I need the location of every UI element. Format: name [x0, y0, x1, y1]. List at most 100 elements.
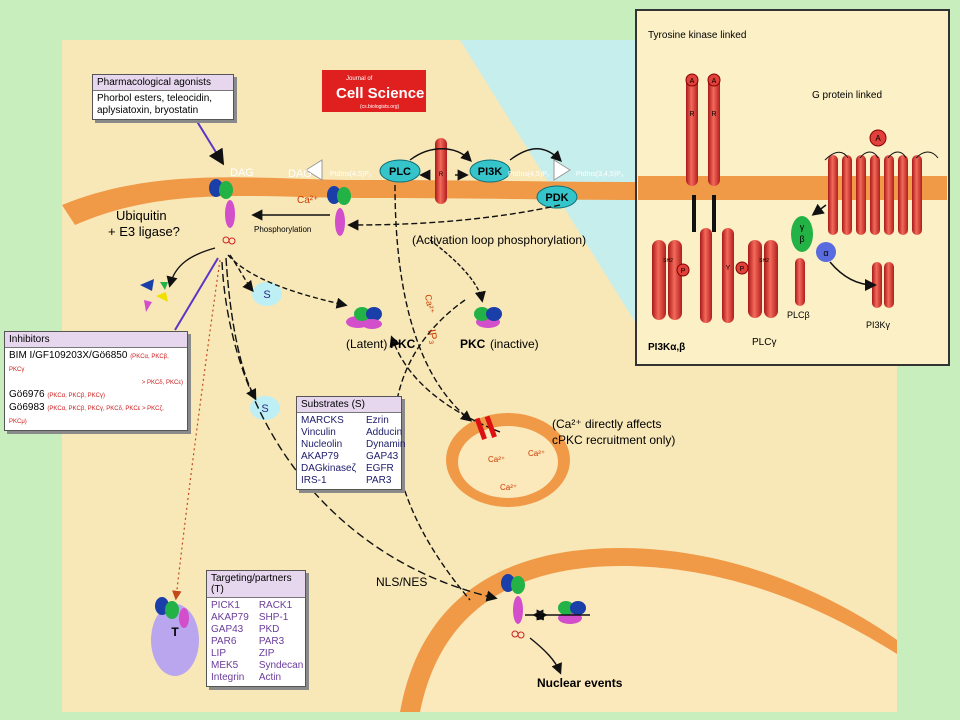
svg-text:γ: γ	[800, 222, 805, 232]
svg-text:PI3Kα,β: PI3Kα,β	[648, 342, 685, 353]
partner-item: ZIP	[258, 648, 275, 659]
targeting-box: Targeting/partners (T) PICK1 AKAP79 GAP4…	[206, 570, 306, 687]
svg-text:PLC: PLC	[389, 166, 411, 178]
substrate-item: Nucleolin	[301, 439, 343, 450]
svg-text:(Latent): (Latent)	[346, 337, 387, 351]
pdk-enzyme	[536, 185, 578, 209]
svg-text:P: P	[681, 268, 686, 275]
svg-text:Phosphorylation: Phosphorylation	[254, 225, 311, 234]
svg-text:R: R	[689, 111, 694, 118]
ca-channel	[474, 417, 487, 440]
svg-text:PKC: PKC	[390, 337, 416, 351]
svg-text:DAG: DAG	[288, 168, 312, 180]
substrate-circle-upper	[252, 282, 282, 306]
partner-item: PAR3	[258, 636, 285, 647]
agonist-line: aplysiatoxin, bryostatin	[97, 105, 199, 116]
svg-text:R: R	[439, 172, 444, 178]
nucleus	[420, 566, 897, 712]
arrow-marker-right	[553, 159, 571, 181]
inhibitors-title: Inhibitors	[5, 332, 187, 348]
svg-text:+ E3 ligase?: + E3 ligase?	[108, 224, 180, 239]
svg-text:Nuclear events: Nuclear events	[537, 676, 623, 690]
inhibitor-name: BIM I/GF109203X/Gö6850	[9, 350, 128, 361]
inhibitor-targets: (PKCα, PKCβ, PKCγ, PKCδ, PKCε > PKCζ, PK…	[9, 406, 164, 425]
inhibitor-targets: > PKCδ, PKCε)	[141, 380, 183, 386]
substrate-circle-lower	[250, 396, 280, 420]
svg-text:PDK: PDK	[545, 192, 568, 204]
svg-text:PtdIns(4,5)P₂: PtdIns(4,5)P₂	[330, 171, 372, 178]
svg-text:β: β	[799, 234, 804, 244]
svg-text:PKC: PKC	[460, 337, 486, 351]
svg-text:or: or	[536, 611, 546, 623]
partner-item: RACK1	[258, 600, 293, 611]
partner-item: MEK5	[211, 660, 239, 671]
partner-item: PICK1	[211, 600, 240, 611]
substrate-item: GAP43	[366, 451, 399, 462]
svg-text:Journal of: Journal of	[346, 76, 373, 82]
pkc-nuclear-active	[501, 574, 525, 639]
substrate-item: IRS-1	[301, 475, 327, 486]
svg-text:S: S	[263, 289, 270, 301]
pi3k-enzyme	[469, 159, 511, 183]
svg-text:PtdIns(4,5)P₂: PtdIns(4,5)P₂	[508, 171, 550, 178]
svg-text:Ca²⁺: Ca²⁺	[500, 483, 517, 492]
svg-text:NLS/NES: NLS/NES	[376, 575, 427, 589]
svg-text:Ca²⁺: Ca²⁺	[488, 455, 505, 464]
pkc-latent	[346, 307, 382, 329]
substrates-box: Substrates (S) MARCKS Vinculin Nucleolin…	[296, 396, 405, 490]
partner-item: GAP43	[211, 624, 244, 635]
arrow-marker-left	[305, 159, 323, 181]
svg-text:PI3Kγ: PI3Kγ	[866, 320, 891, 330]
receptor-inset: Tyrosine kinase linked G protein linked …	[635, 9, 950, 366]
substrate-item: Ezrin	[366, 415, 389, 426]
svg-text:SH2: SH2	[759, 258, 769, 264]
substrate-item: EGFR	[366, 463, 394, 474]
svg-text:Ubiquitin: Ubiquitin	[116, 208, 167, 223]
svg-text:cPKC recruitment only): cPKC recruitment only)	[552, 433, 675, 447]
svg-text:(Activation loop phosphorylati: (Activation loop phosphorylation)	[412, 233, 586, 247]
svg-text:SH2: SH2	[663, 258, 673, 264]
partner-item: SHP-1	[258, 612, 289, 623]
inhibitor-targets: (PKCα, PKCβ, PKCγ)	[47, 393, 105, 399]
svg-text:Ca²⁺: Ca²⁺	[423, 294, 436, 315]
svg-text:(inactive): (inactive)	[490, 337, 539, 351]
partner-item: AKAP79	[211, 612, 249, 623]
svg-text:Tyrosine kinase linked: Tyrosine kinase linked	[648, 30, 746, 41]
pkc-membrane-ca	[327, 186, 351, 236]
agonists-box: Pharmacological agonists Phorbol esters,…	[92, 74, 234, 120]
svg-text:P: P	[740, 266, 745, 273]
membrane-receptor	[435, 138, 447, 204]
substrate-item: PAR3	[366, 475, 392, 486]
pkc-inactive	[474, 307, 502, 328]
partner-item: PKD	[258, 624, 280, 635]
inhibitors-box: Inhibitors BIM I/GF109203X/Gö6850 (PKCα,…	[4, 331, 188, 431]
er-lumen	[458, 426, 558, 498]
substrate-item: DAGkinaseζ	[301, 463, 356, 474]
svg-text:S: S	[261, 403, 268, 415]
partner-item: LIP	[211, 648, 227, 659]
svg-text:PLCγ: PLCγ	[752, 337, 776, 348]
svg-text:(Ca²⁺ directly affects: (Ca²⁺ directly affects	[552, 417, 661, 431]
agonist-line: Phorbol esters, teleocidin,	[97, 93, 213, 104]
partner-item: Actin	[258, 672, 282, 683]
substrate-item: Vinculin	[301, 427, 336, 438]
svg-text:R: R	[711, 111, 716, 118]
substrates-title: Substrates (S)	[297, 397, 401, 413]
svg-text:A: A	[875, 134, 881, 143]
inhibitor-line	[174, 257, 219, 331]
partner-item: PAR6	[211, 636, 237, 647]
svg-text:α: α	[823, 248, 828, 258]
svg-text:A: A	[712, 78, 717, 85]
svg-text:PtdIns(3,4,5)P₃: PtdIns(3,4,5)P₃	[576, 171, 624, 178]
inhibitor-name: Gö6976	[9, 389, 45, 400]
svg-text:PLCβ: PLCβ	[787, 310, 810, 320]
substrate-item: Adducin	[366, 427, 403, 438]
agonists-title: Pharmacological agonists	[93, 75, 233, 91]
svg-text:G protein linked: G protein linked	[812, 90, 882, 101]
partner-item: Syndecan	[258, 660, 304, 671]
pkc-membrane-dag	[209, 179, 236, 245]
svg-text:PI3K: PI3K	[478, 166, 503, 178]
svg-text:Y: Y	[726, 265, 731, 272]
